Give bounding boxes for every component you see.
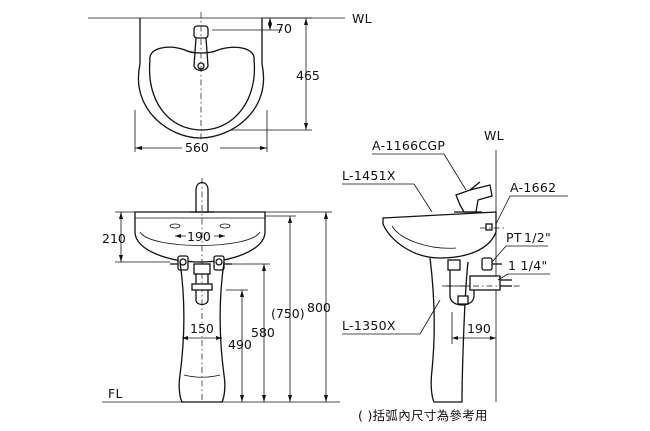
dim-top-width: 560 [185, 140, 209, 155]
side-basin-outline [382, 211, 497, 259]
side-trap [442, 259, 512, 306]
label-pipe-pt-size: 1/2" [524, 230, 551, 245]
dim-front-h-750: (750) [271, 306, 305, 321]
front-basin-outline [134, 211, 266, 263]
side-view: WL [342, 128, 568, 403]
dim-front-bowl-depth: 210 [102, 231, 126, 246]
top-basin-outline [137, 18, 265, 139]
side-pedestal-outline [429, 257, 469, 403]
top-bowl-outline [148, 46, 256, 131]
front-trap [191, 263, 213, 306]
label-pipe-pt: PT [506, 230, 522, 245]
front-pedestal-outline [178, 261, 226, 403]
label-pedestal-model: L-1350X [342, 318, 396, 333]
side-angle-valve [481, 223, 502, 271]
dim-top-depth: 465 [296, 68, 320, 83]
label-pipe-outlet-size: 1 1/4" [508, 258, 548, 273]
wl-side-label: WL [484, 128, 504, 143]
dim-front-h-490: 490 [228, 337, 252, 352]
side-faucet [454, 181, 493, 213]
fl-label: FL [108, 386, 123, 401]
reference-note: ( )括弧內尺寸為參考用 [358, 408, 488, 423]
dim-front-pedestal-width: 150 [190, 321, 214, 336]
wl-top-label: WL [352, 11, 372, 26]
top-view: WL 70 465 560 [88, 11, 372, 155]
dim-side-wall-offset: 190 [467, 321, 491, 336]
label-basin-model: L-1451X [342, 168, 396, 183]
label-trap-model: A-1662 [510, 180, 556, 195]
dim-front-h-800: 800 [307, 300, 331, 315]
label-faucet-model: A-1166CGP [372, 138, 445, 153]
dim-top-offset: 70 [276, 21, 292, 36]
dim-front-hole-spacing: 190 [187, 229, 211, 244]
dim-front-h-580: 580 [251, 325, 275, 340]
front-view: FL 190 [102, 178, 340, 403]
